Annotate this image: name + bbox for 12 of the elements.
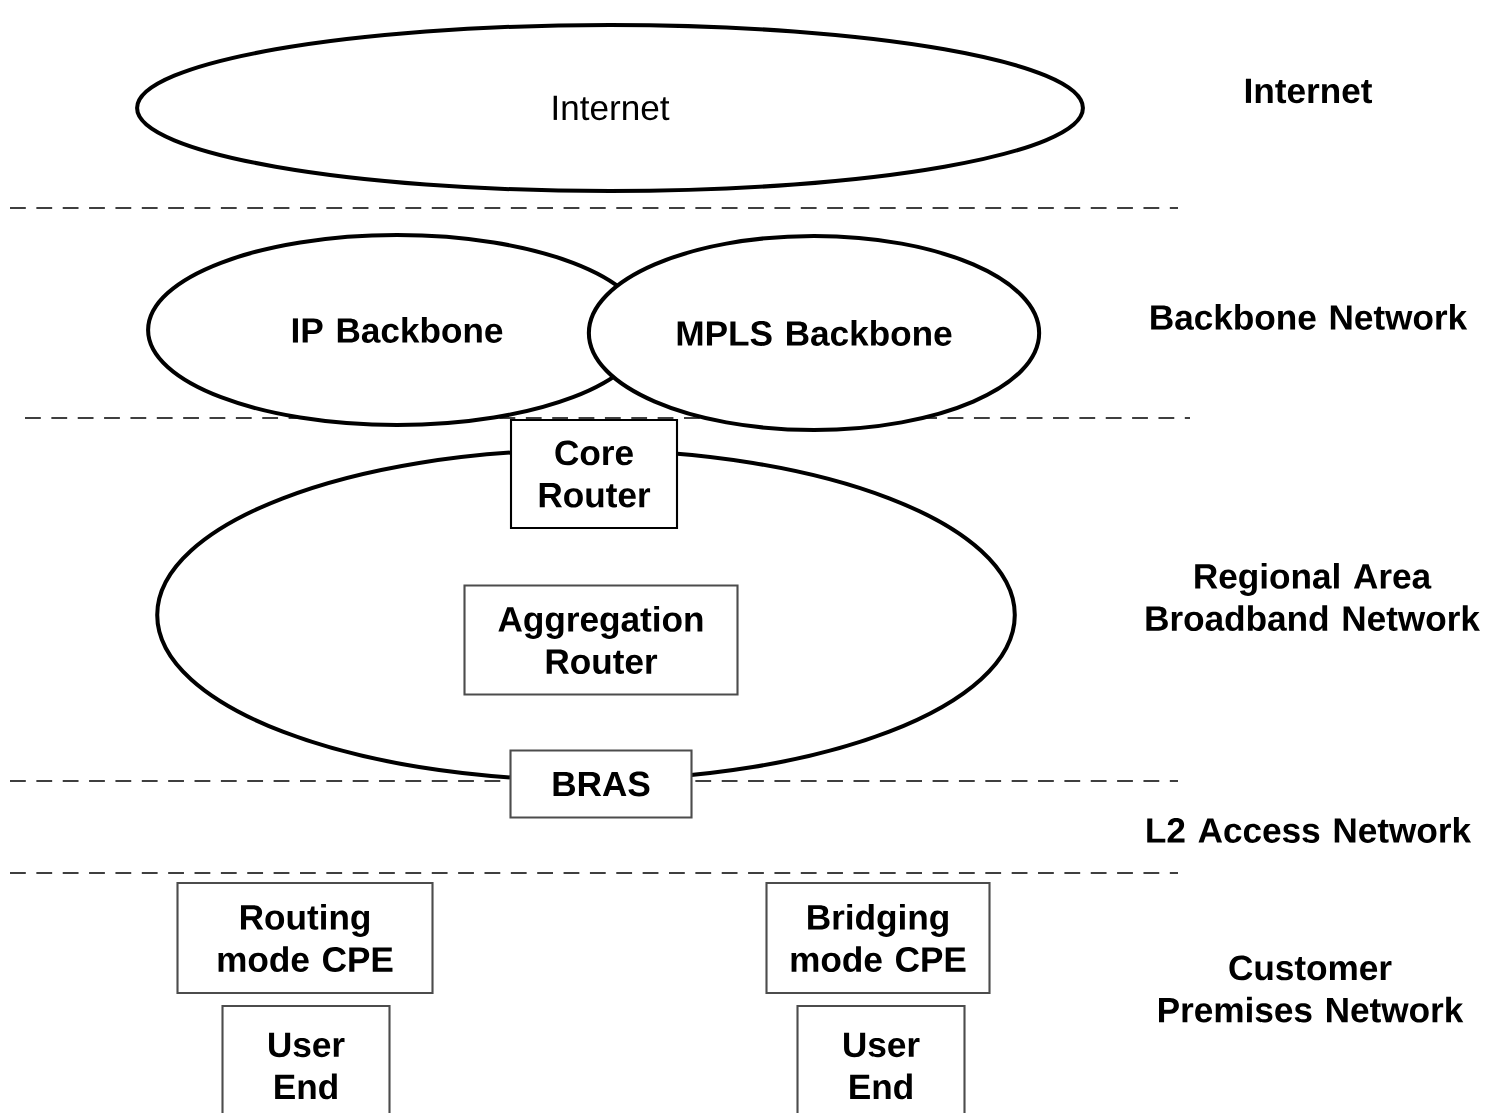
device-box: Bridging mode CPE [765,881,991,995]
device-box: User End [221,1004,391,1113]
layer-label: L2 Access Network [1147,817,1472,843]
layer-label: Customer Premises Network [1159,955,1464,1023]
layer-label: Backbone Network [1151,304,1468,330]
layer-label: Internet [1245,78,1372,104]
layer-label: Regional Area Broadband Network [1146,563,1480,631]
device-box: Core Router [509,418,679,530]
device-box: User End [796,1004,966,1113]
device-box: Aggregation Router [463,584,739,696]
device-box: Routing mode CPE [176,881,434,995]
device-box: BRAS [509,749,693,819]
